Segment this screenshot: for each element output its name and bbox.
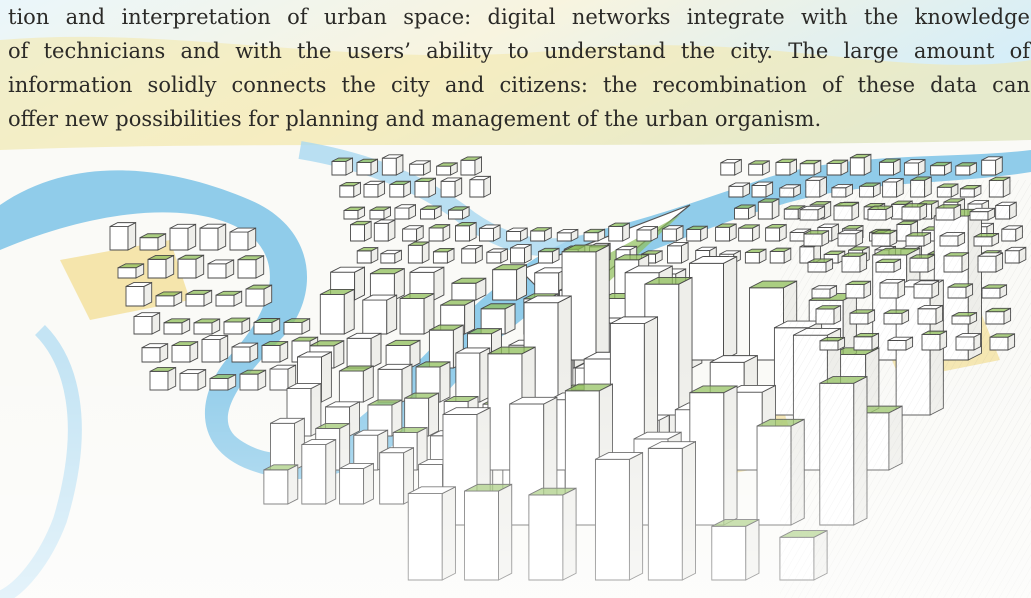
paragraph: tion and interpretation of urban space: … — [8, 0, 1030, 136]
paragraph-line: information solidly connects the city an… — [8, 73, 1030, 97]
paragraph-line: of technicians and with the users’ abili… — [8, 39, 1030, 63]
paragraph-line: tion and interpretation of urban space: … — [8, 5, 1030, 29]
paragraph-line: offer new possibilities for planning and… — [8, 107, 822, 131]
